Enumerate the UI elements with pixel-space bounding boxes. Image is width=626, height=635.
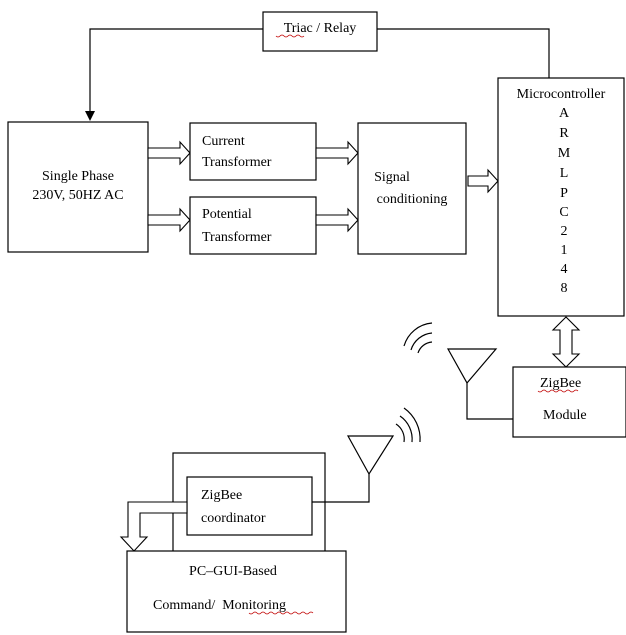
current-transformer-block: Current Transformer [189, 122, 317, 181]
ct-label-line1: Current [202, 134, 245, 149]
spellcheck-underline [275, 34, 305, 38]
spellcheck-underline [537, 389, 579, 393]
mcu-zigbee-bidirectional-arrow [551, 316, 581, 368]
relay-to-supply-line [89, 28, 263, 112]
mcu-letter: L [560, 166, 569, 181]
mcu-letter: 8 [561, 281, 568, 296]
ct-label-line2: Transformer [202, 155, 272, 170]
triac-relay-block: Triac / Relay [262, 11, 378, 52]
spellcheck-underline [248, 611, 314, 615]
module-antenna-icon [403, 322, 513, 420]
mcu-letter: A [559, 106, 570, 121]
single-phase-supply-block: Single Phase 230V, 50HZ AC [7, 121, 149, 253]
mcu-letter: 1 [561, 243, 568, 258]
pt-to-signal-arrow [315, 207, 359, 233]
zigbee-module-block: ZigBee Module [512, 366, 626, 438]
signal-to-mcu-arrow [467, 168, 499, 194]
zigbee-module-label-line2: Module [543, 408, 587, 423]
pc-gui-label-line1: PC–GUI-Based [189, 564, 277, 579]
pc-gui-label-line2: Command/ Monitoring [153, 598, 286, 613]
pt-label-line1: Potential [202, 207, 252, 222]
supply-to-pt-arrow [147, 207, 191, 233]
coordinator-to-pc-arrow [119, 501, 188, 552]
supply-to-ct-arrow [147, 140, 191, 166]
microcontroller-block: Microcontroller A R M L P C 2 1 4 8 [497, 77, 625, 317]
pt-label-line2: Transformer [202, 230, 272, 245]
mcu-to-relay-line [377, 28, 550, 78]
pc-gui-block: PC–GUI-Based Command/ Monitoring [126, 550, 347, 633]
relay-to-supply-arrowhead [85, 111, 95, 121]
potential-transformer-block: Potential Transformer [189, 196, 317, 255]
mcu-letter: R [559, 126, 569, 141]
zigbee-coordinator-block: ZigBee coordinator [186, 476, 313, 536]
zigbee-module-label-line1: ZigBee [540, 376, 581, 391]
supply-label-line1: Single Phase [42, 169, 114, 184]
supply-label-line2: 230V, 50HZ AC [32, 188, 123, 203]
mcu-letter: P [560, 186, 568, 201]
mcu-letter: 2 [561, 224, 568, 239]
signal-conditioning-block: Signal conditioning [357, 122, 467, 255]
triac-relay-label: Triac / Relay [284, 21, 357, 36]
coordinator-antenna-icon [312, 407, 421, 503]
ct-to-signal-arrow [315, 140, 359, 166]
mcu-title: Microcontroller [517, 87, 606, 102]
mcu-letter: M [558, 146, 571, 161]
coordinator-label-line1: ZigBee [201, 488, 242, 503]
signal-label-line2: conditioning [377, 192, 448, 207]
mcu-letter: 4 [561, 262, 568, 277]
coordinator-label-line2: coordinator [201, 511, 266, 526]
signal-label-line1: Signal [374, 170, 410, 185]
mcu-letter: C [559, 205, 568, 220]
